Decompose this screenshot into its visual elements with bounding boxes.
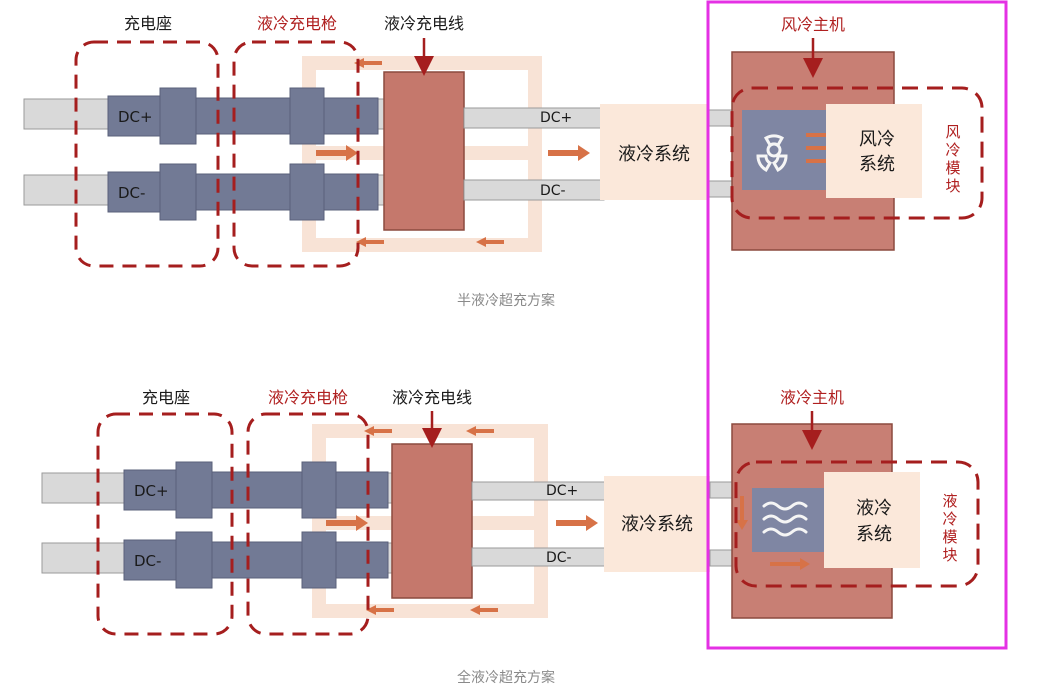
top-cable-right-minus [463,179,605,201]
top-cable-host-2 [707,180,735,198]
top-liquid-system-label: 液冷系统 [618,144,690,165]
bottom-cable-right-plus [471,481,609,501]
bottom-module-side-4: 块 [942,546,957,564]
bottom-gun-label: 液冷充电枪 [268,388,348,407]
bottom-caption: 全液冷超充方案 [457,669,555,686]
top-gun-dashed-box [232,40,360,268]
bottom-host-title: 液冷主机 [780,388,844,407]
top-cable-host-1 [707,109,735,127]
bottom-module-inner-box [824,472,920,568]
top-caption: 半液冷超充方案 [457,292,555,309]
bottom-cable-label: 液冷充电线 [392,388,472,407]
bottom-dc-plus-right: DC+ [546,483,578,499]
host-highlight-frame [706,0,1008,650]
top-module-inner-line1: 风冷 [859,129,895,150]
top-module-dashed-box [730,86,984,220]
bottom-module-side-2: 冷 [942,510,957,528]
bottom-cable-box [391,443,473,599]
bottom-module-dashed-box [734,460,980,588]
top-module-side-2: 冷 [945,141,960,159]
top-seat-label: 充电座 [124,14,172,33]
bottom-liquid-system-label: 液冷系统 [621,514,693,535]
top-flow-arrows [316,58,590,247]
wave-icon [762,501,808,537]
bottom-module-inner-line2: 系统 [856,524,892,545]
top-cable-label: 液冷充电线 [384,14,464,33]
top-connectors [107,87,379,221]
bottom-seat-dashed-box [96,412,234,636]
top-module-inner-line2: 系统 [859,154,895,175]
bottom-dc-plus-left: DC+ [134,482,169,500]
top-module-side-3: 模 [945,159,960,177]
top-dc-plus-right: DC+ [540,110,572,126]
bottom-seat-label: 充电座 [142,388,190,407]
top-host-title: 风冷主机 [781,15,845,34]
top-cable-box [383,71,465,231]
top-dc-minus-right: DC- [540,183,566,199]
top-gun-label: 液冷充电枪 [257,14,337,33]
top-module-inner-box [826,104,922,198]
bottom-internal-arrows [736,496,810,570]
fan-icon [756,134,788,173]
top-scheme: DC+ DC- DC+ DC- 液冷系统 充电座 液冷充电枪 液冷充电线 [23,14,984,309]
bottom-connectors [123,461,389,589]
bottom-module-side-3: 模 [942,528,957,546]
top-seat-dashed-box [74,40,220,268]
bottom-module-inner-line1: 液冷 [856,498,892,519]
top-liquid-system-box [600,104,708,200]
top-dc-plus-left: DC+ [118,108,153,126]
top-dc-minus-left: DC- [118,184,145,202]
bottom-dc-minus-right: DC- [546,550,572,566]
bottom-scheme: DC+ DC- DC+ DC- 液冷系统 充电座 液冷充电枪 液冷充电线 液冷主… [41,388,980,686]
bottom-module-side-1: 液 [942,492,957,510]
top-module-side-1: 风 [945,123,960,141]
bottom-liquid-system-box [604,476,710,572]
bottom-flow-arrows [326,426,598,615]
top-cable-right-plus [463,107,605,129]
top-module-side-4: 块 [945,177,960,195]
bottom-dc-minus-left: DC- [134,552,161,570]
bottom-cable-right-minus [471,547,609,567]
